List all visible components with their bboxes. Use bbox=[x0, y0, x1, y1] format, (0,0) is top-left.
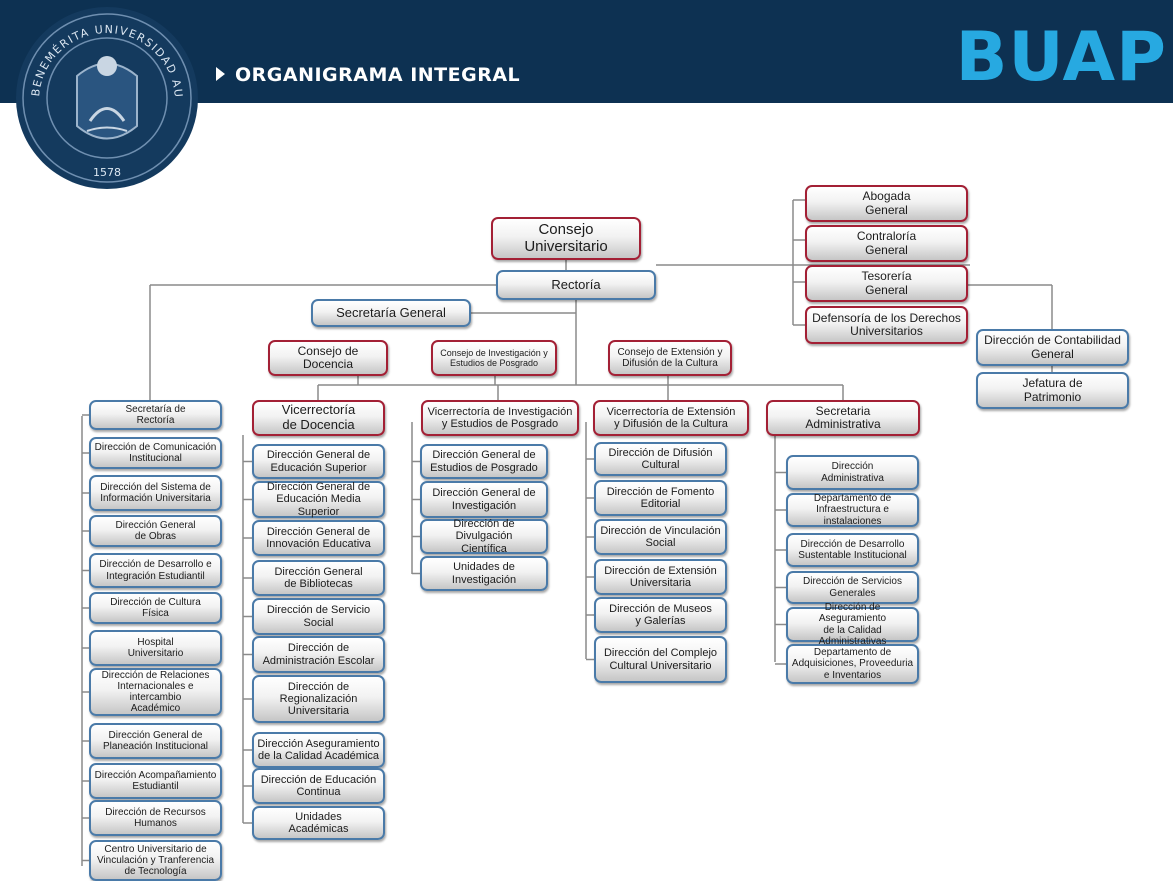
docencia-unit[interactable]: Dirección de Regionalización Universitar… bbox=[252, 675, 385, 723]
docencia-unit[interactable]: Dirección de Servicio Social bbox=[252, 598, 385, 635]
administrativa-unit[interactable]: Departamento de Adquisiciones, Proveedur… bbox=[786, 644, 919, 684]
node-vicerrectoria-docencia[interactable]: Vicerrectoría de Docencia bbox=[252, 400, 385, 436]
seal-year: 1578 bbox=[93, 166, 121, 179]
investigacion-unit[interactable]: Unidades de Investigación bbox=[420, 556, 548, 591]
extension-unit[interactable]: Dirección de Museos y Galerías bbox=[594, 597, 727, 633]
university-seal-icon: BENEMÉRITA UNIVERSIDAD AUTÓNOMA DE PUEBL… bbox=[12, 6, 198, 189]
node-vicerrectoria-extension[interactable]: Vicerrectoría de Extensión y Difusión de… bbox=[593, 400, 749, 436]
rectoria-unit[interactable]: Dirección de Comunicación Institucional bbox=[89, 437, 222, 469]
rectoria-unit[interactable]: Dirección de Recursos Humanos bbox=[89, 800, 222, 836]
rectoria-unit[interactable]: Dirección de Cultura Física bbox=[89, 592, 222, 624]
extension-unit[interactable]: Dirección de Difusión Cultural bbox=[594, 442, 727, 476]
docencia-unit[interactable]: Dirección Aseguramiento de la Calidad Ac… bbox=[252, 732, 385, 768]
buap-logo: BUAP bbox=[955, 18, 1167, 97]
administrativa-unit[interactable]: Departamento de Infraestructura e instal… bbox=[786, 493, 919, 527]
docencia-unit[interactable]: Dirección General de Educación Superior bbox=[252, 444, 385, 479]
extension-unit[interactable]: Dirección de Vinculación Social bbox=[594, 519, 727, 555]
node-contraloria-general[interactable]: Contraloría General bbox=[805, 225, 968, 262]
docencia-unit[interactable]: Dirección General de Educación Media Sup… bbox=[252, 481, 385, 518]
investigacion-unit[interactable]: Dirección General de Estudios de Posgrad… bbox=[420, 444, 548, 479]
node-secretaria-general[interactable]: Secretaría General bbox=[311, 299, 471, 327]
node-direccion-contabilidad[interactable]: Dirección de Contabilidad General bbox=[976, 329, 1129, 366]
rectoria-unit[interactable]: Dirección General de Obras bbox=[89, 515, 222, 547]
rectoria-unit[interactable]: Dirección General de Planeación Instituc… bbox=[89, 723, 222, 759]
rectoria-unit[interactable]: Centro Universitario de Vinculación y Tr… bbox=[89, 840, 222, 881]
administrativa-unit[interactable]: Dirección de Desarrollo Sustentable Inst… bbox=[786, 533, 919, 567]
rectoria-unit[interactable]: Hospital Universitario bbox=[89, 630, 222, 666]
docencia-unit[interactable]: Dirección General de Bibliotecas bbox=[252, 560, 385, 596]
node-consejo-docencia[interactable]: Consejo de Docencia bbox=[268, 340, 388, 376]
administrativa-unit[interactable]: Dirección de Servicios Generales bbox=[786, 571, 919, 604]
docencia-unit[interactable]: Dirección de Administración Escolar bbox=[252, 636, 385, 673]
title-arrow-icon bbox=[216, 67, 225, 81]
extension-unit[interactable]: Dirección de Extensión Universitaria bbox=[594, 559, 727, 595]
page-title: ORGANIGRAMA INTEGRAL bbox=[235, 64, 521, 86]
node-tesoreria-general[interactable]: Tesorería General bbox=[805, 265, 968, 302]
node-consejo-extension[interactable]: Consejo de Extensión y Difusión de la Cu… bbox=[608, 340, 732, 376]
rectoria-unit[interactable]: Dirección de Desarrollo e Integración Es… bbox=[89, 553, 222, 588]
docencia-unit[interactable]: Dirección de Educación Continua bbox=[252, 768, 385, 804]
node-vicerrectoria-investigacion[interactable]: Vicerrectoría de Investigación y Estudio… bbox=[421, 400, 579, 436]
node-consejo-investigacion[interactable]: Consejo de Investigación y Estudios de P… bbox=[431, 340, 557, 376]
docencia-unit[interactable]: Unidades Académicas bbox=[252, 806, 385, 840]
node-jefatura-patrimonio[interactable]: Jefatura de Patrimonio bbox=[976, 372, 1129, 409]
administrativa-unit[interactable]: Dirección de Aseguramiento de la Calidad… bbox=[786, 602, 919, 647]
rectoria-unit[interactable]: Dirección Acompañamiento Estudiantil bbox=[89, 763, 222, 799]
rectoria-unit[interactable]: Secretaría de Rectoría bbox=[89, 400, 222, 430]
node-defensoria[interactable]: Defensoría de los Derechos Universitario… bbox=[805, 306, 968, 344]
node-rectoria[interactable]: Rectoría bbox=[496, 270, 656, 300]
node-consejo-universitario[interactable]: Consejo Universitario bbox=[491, 217, 641, 260]
docencia-unit[interactable]: Dirección General de Innovación Educativ… bbox=[252, 520, 385, 556]
rectoria-unit[interactable]: Dirección del Sistema de Información Uni… bbox=[89, 475, 222, 511]
extension-unit[interactable]: Dirección del Complejo Cultural Universi… bbox=[594, 636, 727, 683]
investigacion-unit[interactable]: Dirección General de Investigación bbox=[420, 481, 548, 518]
node-abogada-general[interactable]: Abogada General bbox=[805, 185, 968, 222]
rectoria-unit[interactable]: Dirección de Relaciones Internacionales … bbox=[89, 668, 222, 716]
extension-unit[interactable]: Dirección de Fomento Editorial bbox=[594, 480, 727, 516]
investigacion-unit[interactable]: Dirección de Divulgación Científica bbox=[420, 518, 548, 555]
administrativa-unit[interactable]: Dirección Administrativa bbox=[786, 455, 919, 490]
node-secretaria-administrativa[interactable]: Secretaria Administrativa bbox=[766, 400, 920, 436]
